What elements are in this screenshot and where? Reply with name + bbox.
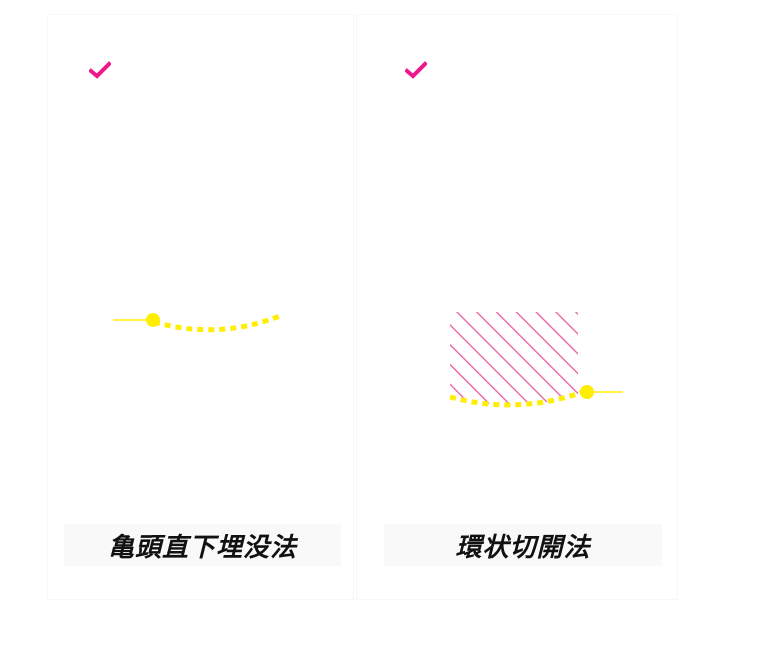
hatched-excision-area	[450, 312, 578, 405]
method-card-right: 環状切開法	[356, 14, 678, 600]
method-card-left: 亀頭直下埋没法	[47, 14, 354, 600]
checkmark-icon	[89, 61, 111, 79]
checkmark-icon	[405, 61, 427, 79]
dotted-incision-line	[449, 389, 584, 408]
dotted-incision-line	[153, 313, 281, 333]
method-caption: 亀頭直下埋没法	[107, 532, 297, 563]
caption-bar: 亀頭直下埋没法	[64, 524, 341, 566]
incision-line-diagram-left	[113, 313, 281, 333]
method-caption: 環状切開法	[455, 532, 591, 563]
caption-bar: 環状切開法	[384, 524, 662, 566]
pointer-dot	[580, 385, 594, 399]
excision-area-diagram-right	[449, 312, 623, 408]
